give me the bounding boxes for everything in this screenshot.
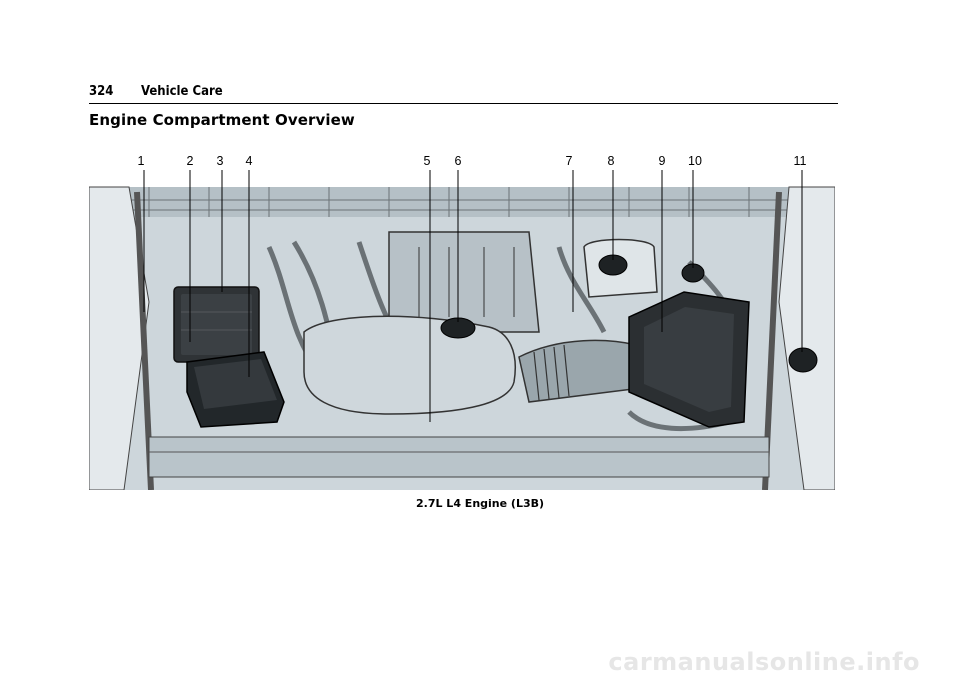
page-header: 324 Vehicle Care bbox=[89, 84, 838, 102]
page-title: Engine Compartment Overview bbox=[89, 111, 355, 129]
callout-label: 6 bbox=[455, 154, 462, 168]
watermark: carmanualsonline.info bbox=[608, 648, 920, 676]
section-title: Vehicle Care bbox=[141, 84, 223, 99]
callout-label: 7 bbox=[566, 154, 573, 168]
callout-label: 4 bbox=[246, 154, 253, 168]
page-number: 324 bbox=[89, 84, 114, 99]
callout-label: 3 bbox=[217, 154, 224, 168]
callout-label: 1 bbox=[138, 154, 145, 168]
callout-label: 2 bbox=[187, 154, 194, 168]
callout-label: 11 bbox=[794, 154, 807, 168]
callout-label: 5 bbox=[424, 154, 431, 168]
figure-caption: 2.7L L4 Engine (L3B) bbox=[415, 497, 545, 510]
callout-label: 10 bbox=[688, 154, 702, 168]
callout-label: 9 bbox=[659, 154, 666, 168]
header-rule bbox=[89, 103, 838, 104]
callout-label: 8 bbox=[608, 154, 615, 168]
engine-compartment-illustration: 1 2 3 4 5 6 7 8 9 10 11 bbox=[89, 152, 835, 490]
